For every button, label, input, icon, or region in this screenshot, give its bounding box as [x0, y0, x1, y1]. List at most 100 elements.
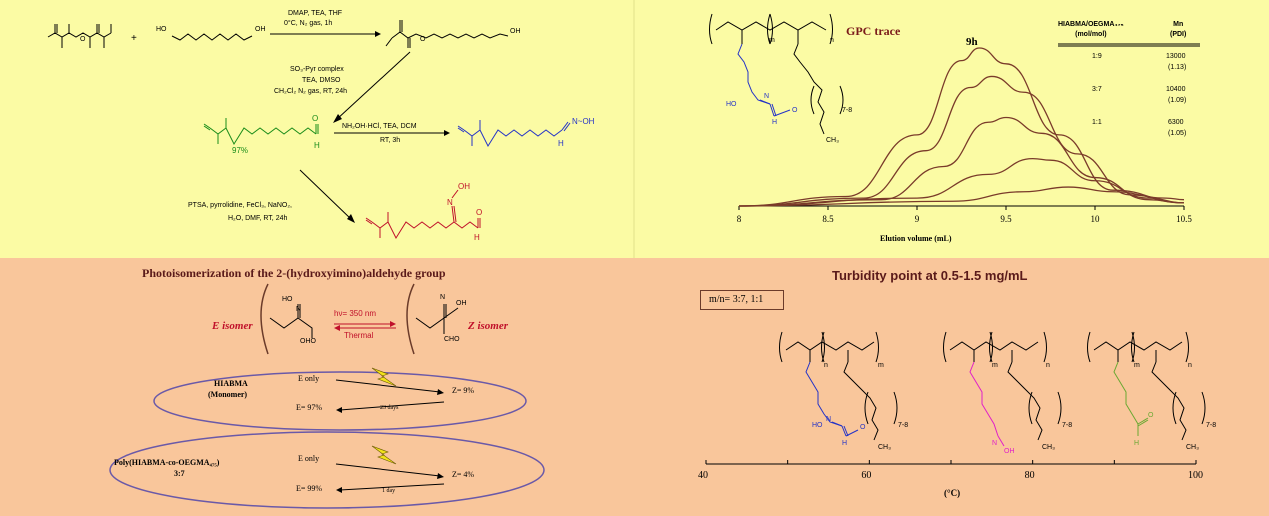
hhma-o-atom: O: [420, 36, 426, 43]
z-isomer-oh: OH: [456, 300, 467, 307]
turbidity-polymer-1-backbone: [779, 331, 898, 441]
gpc-xlabel: Elution volume (mL): [880, 234, 952, 243]
turb-p2-n-atom: N: [992, 440, 998, 447]
arrow-step2: [335, 51, 411, 121]
oxime-h-atom: H: [558, 139, 564, 148]
e-isomer-oho: OHO: [300, 338, 316, 345]
monomer-name: HIABMA: [214, 379, 248, 388]
gpc-row1-mn: 13000: [1166, 53, 1186, 60]
turb-p3-h: H: [1134, 440, 1140, 447]
z-isomer-structure: [415, 304, 459, 334]
gpc-polymer-m: m: [769, 37, 775, 44]
gpc-curve-1: [738, 47, 1185, 207]
lightning-icon-2: [371, 445, 397, 465]
plus-sign: +: [131, 33, 137, 44]
hiabma-h-atom: H: [474, 233, 480, 242]
poly-e-only: E only: [298, 454, 320, 463]
bottom-graphics: [109, 283, 1206, 509]
ratio-box-text: m/n= 3:7, 1:1: [709, 294, 764, 305]
monomer-ellipse: [153, 371, 527, 431]
reverse-arrow-head: [334, 325, 340, 331]
anhydride-o-atom: O: [80, 36, 86, 43]
z-isomer-label: Z isomer: [468, 320, 509, 332]
step3-condition-1: NH₂OH·HCl, TEA, DCM: [342, 123, 417, 130]
arrow-step1-head: [375, 31, 381, 37]
poly-name: Poly(HIABMA-co-OEGMA₄₇₅): [114, 458, 220, 467]
synthesis-scheme: O + O: [47, 0, 1200, 258]
temperature-tick-label: 60: [861, 470, 872, 481]
turbidity-polymer-3-pendant: [1113, 361, 1149, 436]
gpc-polymer-o: O: [792, 107, 798, 114]
monomer-days: 23 days: [380, 405, 399, 411]
hhma-structure: [385, 20, 509, 48]
temperature-axis-label: (°C): [944, 488, 961, 498]
monomer-sub: (Monomer): [208, 390, 248, 399]
gpc-polymer-ch3: CH₃: [826, 137, 839, 144]
lightning-icon-1: [371, 367, 397, 387]
gpc-curve-4: [738, 157, 1185, 207]
step2-condition-3: CH₂Cl₂ N₂ gas, RT, 24h: [274, 88, 347, 95]
arrow-step4-head: [347, 214, 355, 223]
gpc-row2-mn: 10400: [1166, 86, 1186, 93]
turb-p1-ch3: CH₃: [878, 444, 891, 451]
turb-p2-ch3: CH₃: [1042, 444, 1055, 451]
monomer-e: E= 97%: [296, 403, 323, 412]
oxime-structure: [457, 120, 571, 148]
diol-oh-label: OH: [255, 26, 266, 33]
hiabma-oh-atom: OH: [458, 182, 470, 191]
gpc-polymer-n: n: [830, 37, 834, 44]
e-isomer-bracket: [260, 283, 269, 355]
step1-condition-2: 0°C, N₂ gas, 1h: [284, 20, 333, 27]
gpc-x-tick-label: 8.5: [822, 214, 834, 224]
gpc-polymer-ho: HO: [726, 101, 737, 108]
gpc-polymer-n-atom: N: [764, 93, 769, 100]
gpc-curve-3: [738, 116, 1185, 207]
top-panel: O + O: [0, 0, 1269, 258]
turb-p2-oh: OH: [1004, 448, 1015, 455]
aldehyde-structure: [203, 118, 319, 146]
turb-p1-78: 7-8: [898, 422, 909, 429]
temperature-tick-label: 80: [1024, 470, 1035, 481]
gpc-polymer-78: 7-8: [842, 107, 852, 114]
turb-p1-n-atom: N: [826, 416, 832, 423]
polymer-back-arrow-head: [336, 487, 342, 493]
gpc-peak-label: 9h: [966, 36, 978, 48]
thermal-label: Thermal: [344, 331, 374, 340]
e-isomer-label: E isomer: [212, 320, 253, 332]
z-isomer-bracket: [406, 283, 415, 355]
turb-p3-m: m: [1134, 362, 1140, 369]
arrow-step2-head: [333, 114, 342, 123]
turb-p2-78: 7-8: [1062, 422, 1073, 429]
hhma-oh-label: OH: [510, 28, 521, 35]
turb-p2-m: m: [992, 362, 998, 369]
turb-p3-ch3: CH₃: [1186, 444, 1199, 451]
polymer-forward-arrow-head: [437, 473, 444, 479]
step3-condition-2: RT, 3h: [380, 137, 401, 144]
hiabma-structure: [365, 189, 481, 240]
gpc-curve-2: [738, 75, 1185, 207]
gpc-row1-ratio: 1:9: [1092, 53, 1102, 60]
e-isomer-structure: [269, 304, 313, 338]
turbidity-polymer-2-pendant: [969, 361, 1005, 447]
gpc-row1-pdi: (1.13): [1168, 64, 1187, 71]
gpc-polymer-structure: [709, 13, 833, 45]
aldehyde-h-atom: H: [314, 141, 320, 150]
poly-z: Z= 4%: [452, 470, 475, 479]
gpc-row2-pdi: (1.09): [1168, 97, 1187, 104]
turb-p1-n: n: [824, 362, 828, 369]
turb-p1-o: O: [860, 424, 866, 431]
turb-p2-n: n: [1046, 362, 1050, 369]
aldehyde-o-atom: O: [312, 114, 318, 123]
gpc-row3-ratio: 1:1: [1092, 119, 1102, 126]
step2-condition-2: TEA, DMSO: [302, 77, 341, 84]
monomer-back-arrow: [339, 401, 445, 411]
gpc-table-header-mn: Mn (PDI): [1170, 21, 1187, 38]
turb-p1-h: H: [842, 440, 848, 447]
gpc-row3-mn: 6300: [1168, 119, 1184, 126]
step1-condition-1: DMAP, TEA, THF: [288, 10, 343, 17]
turb-p3-n: n: [1188, 362, 1192, 369]
monomer-back-arrow-head: [336, 407, 342, 413]
monomer-z: Z= 9%: [452, 386, 475, 395]
gpc-row2-ratio: 3:7: [1092, 86, 1102, 93]
